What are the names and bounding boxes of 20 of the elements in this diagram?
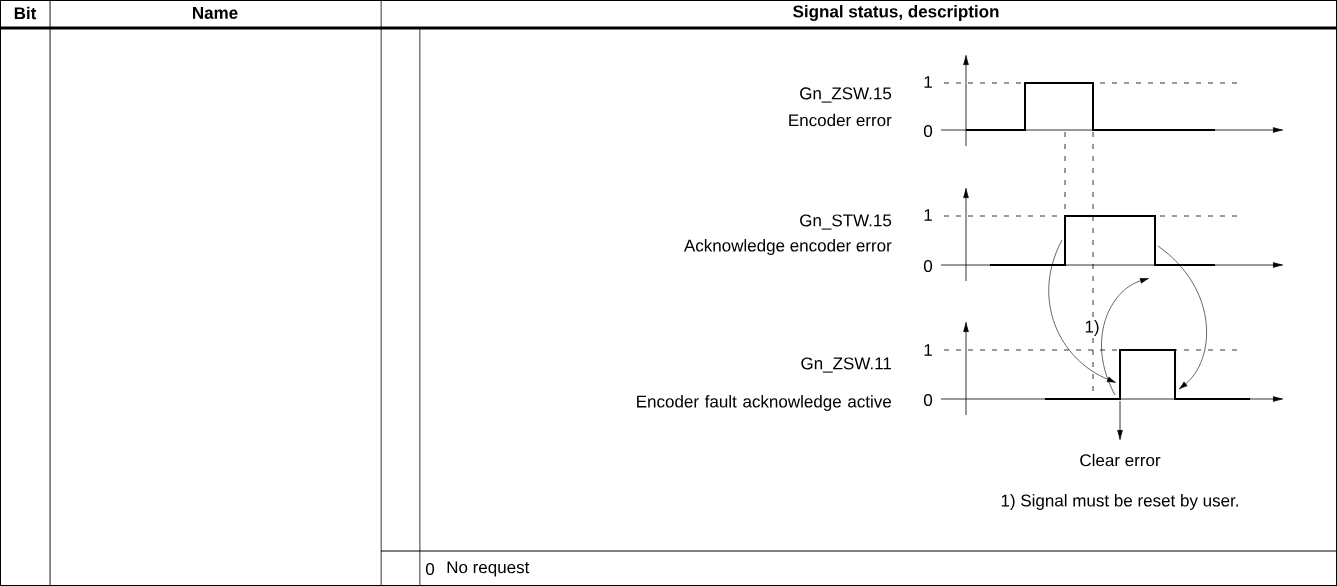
annotation: Clear error bbox=[1080, 453, 1161, 467]
signal-name: Gn_STW.15 bbox=[800, 214, 892, 230]
column-header: Bit bbox=[14, 6, 37, 20]
table-cell: No request bbox=[447, 561, 530, 577]
signal-name: Gn_ZSW.15 bbox=[800, 87, 892, 103]
footnote-marker: 1) bbox=[1085, 320, 1099, 336]
column-header: Name bbox=[193, 7, 238, 19]
tick-label: 1 bbox=[924, 76, 932, 88]
tick-label: 0 bbox=[923, 394, 933, 407]
table-cell: 0 bbox=[425, 563, 435, 576]
column-header: Signal status, description bbox=[793, 5, 999, 21]
tick-label: 0 bbox=[923, 125, 933, 138]
signal-description: Encoder error bbox=[789, 113, 892, 127]
tick-label: 0 bbox=[923, 260, 933, 273]
tick-label: 1 bbox=[924, 209, 932, 221]
signal-name: Gn_ZSW.11 bbox=[801, 357, 891, 373]
tick-label: 1 bbox=[924, 344, 932, 356]
signal-description: Encoder fault acknowledge active bbox=[637, 395, 891, 411]
signal-description: Acknowledge encoder error bbox=[683, 239, 892, 255]
footnote: 1) Signal must be reset by user. bbox=[1001, 494, 1238, 510]
